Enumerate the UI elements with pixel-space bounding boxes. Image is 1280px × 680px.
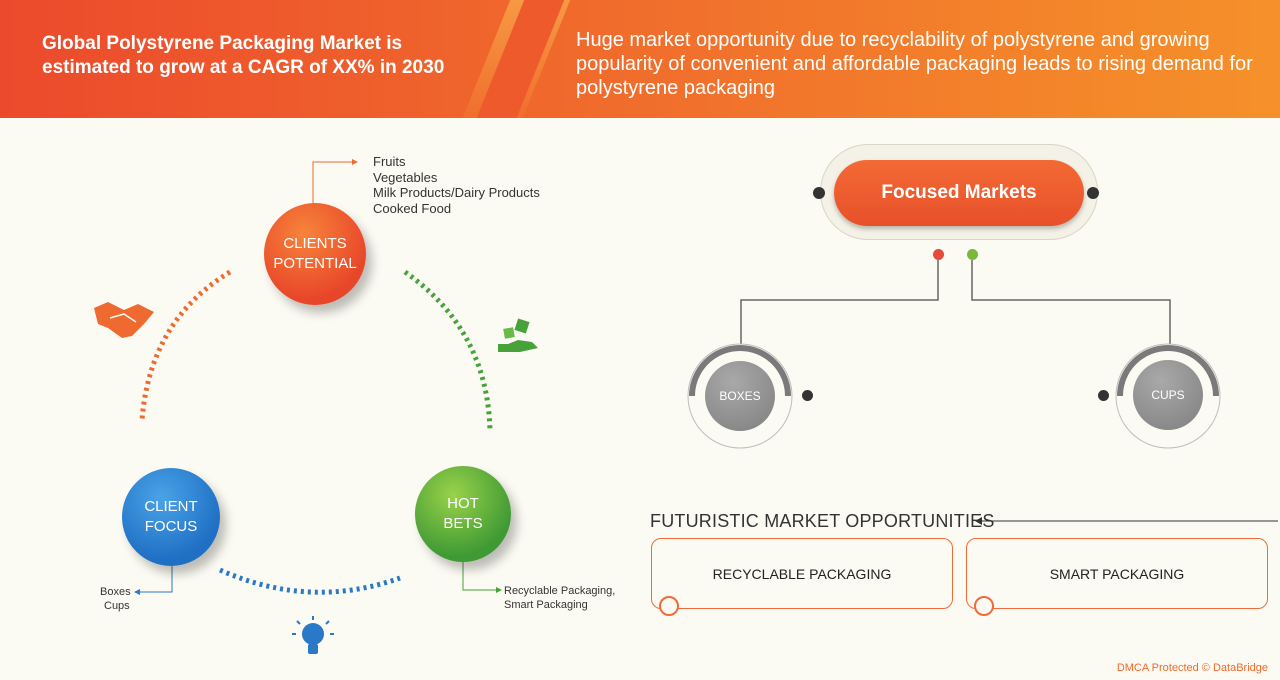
client-focus-line2: FOCUS: [144, 518, 198, 535]
list-item: Smart Packaging: [504, 599, 588, 611]
segment-cups: CUPS: [1133, 360, 1203, 430]
arc-blue: [218, 567, 401, 595]
ring-cups-arc: [1117, 345, 1219, 397]
connector-boxes: [740, 260, 939, 352]
list-item: Milk Products/Dairy Products: [373, 185, 540, 200]
ring-boxes-arc: [689, 345, 791, 397]
opportunity-recyclable: RECYCLABLE PACKAGING: [651, 538, 953, 609]
opportunity-smart: SMART PACKAGING: [966, 538, 1268, 609]
list-item: Vegetables: [373, 169, 438, 185]
client-focus-line1: CLIENT: [144, 498, 198, 515]
segment-boxes-dot: [802, 390, 813, 401]
dice-hand-icon: [498, 318, 538, 352]
futuristic-title: FUTURISTIC MARKET OPPORTUNITIES: [650, 511, 995, 531]
list-item: Cooked Food: [373, 200, 452, 216]
header-subheadline: Huge market opportunity due to recyclabi…: [576, 29, 1253, 99]
clients-potential-line2: POTENTIAL: [273, 255, 357, 272]
hot-bets-list: Recyclable Packaging, Smart Packaging: [504, 584, 615, 612]
client-focus-list: Boxes Cups: [100, 585, 131, 613]
arc-orange: [139, 269, 232, 421]
segment-boxes: BOXES: [705, 361, 775, 431]
status-dot-green: [967, 249, 978, 260]
arrow-potential: [352, 159, 358, 165]
connector-focus: [140, 566, 173, 593]
lightbulb-icon: [292, 616, 334, 654]
arrow-hot: [496, 587, 502, 593]
frame-dot-left: [813, 187, 825, 199]
connector-hot: [462, 562, 496, 591]
clients-potential-line1: CLIENTS: [283, 235, 347, 252]
opportunity-smart-marker: [974, 596, 994, 616]
status-dot-red: [933, 249, 944, 260]
connector-cups: [971, 260, 1171, 352]
hot-bets-line1: HOT: [447, 495, 479, 512]
handshake-icon: [94, 302, 154, 338]
header-banner: Global Polystyrene Packaging Market is e…: [0, 0, 1280, 118]
header-background: [0, 0, 1280, 118]
clients-potential-circle: CLIENTS POTENTIAL: [264, 203, 366, 305]
list-item: Fruits: [373, 154, 406, 169]
clients-potential-list: Fruits Vegetables Milk Products/Dairy Pr…: [373, 154, 540, 216]
frame-dot-right: [1087, 187, 1099, 199]
client-focus-circle: CLIENT FOCUS: [122, 468, 220, 566]
dmca-credit: DMCA Protected © DataBridge: [1116, 662, 1268, 674]
arrow-focus: [134, 589, 140, 595]
connector-potential: [312, 161, 352, 203]
list-item: Boxes: [100, 586, 131, 598]
segment-cups-dot: [1098, 390, 1109, 401]
opportunity-recyclable-marker: [659, 596, 679, 616]
list-item: Cups: [104, 600, 130, 612]
hot-bets-line2: BETS: [443, 515, 483, 532]
list-item: Recyclable Packaging,: [504, 585, 616, 597]
arc-green: [403, 269, 493, 433]
hot-bets-circle: HOT BETS: [415, 466, 511, 562]
focused-markets-title: Focused Markets: [834, 160, 1084, 226]
futuristic-arrow-head: [975, 517, 982, 525]
header-headline: Global Polystyrene Packaging Market is e…: [42, 33, 445, 78]
